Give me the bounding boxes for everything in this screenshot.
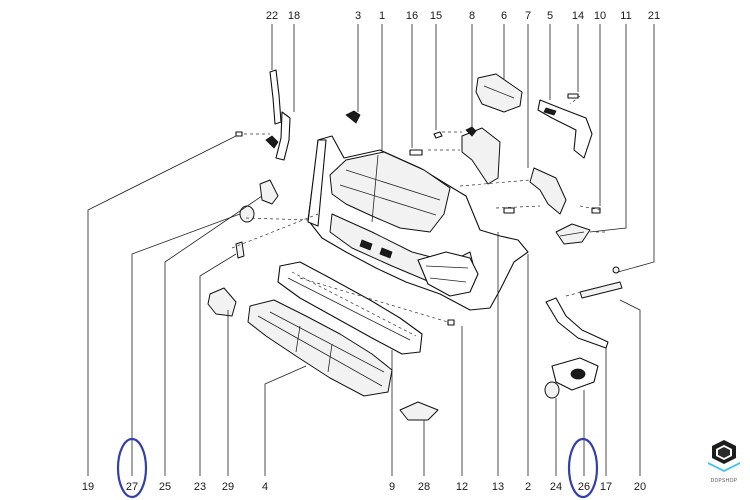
label-13: 13 xyxy=(492,481,504,493)
label-21: 21 xyxy=(648,10,660,22)
label-6: 6 xyxy=(501,10,507,22)
label-24: 24 xyxy=(550,481,562,493)
label-18: 18 xyxy=(288,10,300,22)
label-29: 29 xyxy=(222,481,234,493)
label-14: 14 xyxy=(572,10,584,22)
part-22-strip xyxy=(269,69,282,125)
part-6-duct xyxy=(475,73,523,113)
label-7: 7 xyxy=(525,10,531,22)
label-27[interactable]: 27 xyxy=(126,481,138,493)
part-25-bracket xyxy=(259,179,279,205)
part-24-tow-cap xyxy=(544,381,560,399)
part-23-clip xyxy=(235,241,245,259)
part-5-bracket xyxy=(537,99,593,159)
part-7-bracket xyxy=(529,167,567,215)
label-12: 12 xyxy=(456,481,468,493)
part-9-lower-beam xyxy=(277,261,423,355)
label-1: 1 xyxy=(379,10,385,22)
part-29-bracket xyxy=(207,287,237,317)
part-21-clip xyxy=(612,266,620,274)
ddpshop-cube-logo-icon xyxy=(708,440,740,472)
part-1-bumper-cover xyxy=(307,135,529,311)
highlight-oval-26 xyxy=(567,437,599,499)
label-2: 2 xyxy=(525,481,531,493)
label-22: 22 xyxy=(266,10,278,22)
label-20: 20 xyxy=(634,481,646,493)
label-25: 25 xyxy=(159,481,171,493)
bottom-number-labels: 19 27 25 23 29 4 9 28 12 13 2 24 26 17 2… xyxy=(82,481,646,493)
part-28-bracket xyxy=(399,401,439,421)
part-11-insert xyxy=(555,223,591,245)
part-17-trim-strip xyxy=(545,297,609,349)
fasteners xyxy=(235,93,601,326)
label-28: 28 xyxy=(418,481,430,493)
part-18-strip xyxy=(265,111,291,161)
part-26-fog-cover xyxy=(551,357,599,391)
assembly-dashed-lines xyxy=(231,95,613,323)
label-19: 19 xyxy=(82,481,94,493)
label-4: 4 xyxy=(262,481,268,493)
part-4-absorber xyxy=(247,299,393,397)
label-8: 8 xyxy=(469,10,475,22)
label-9: 9 xyxy=(389,481,395,493)
part-8-duct xyxy=(461,126,501,185)
part-20-strip xyxy=(579,281,623,299)
label-10: 10 xyxy=(594,10,606,22)
part-27-tow-cap xyxy=(239,205,255,223)
label-26[interactable]: 26 xyxy=(578,481,590,493)
label-5: 5 xyxy=(547,10,553,22)
label-11: 11 xyxy=(620,10,631,22)
ddpshop-logo: DDPSHOP xyxy=(708,440,740,484)
ddpshop-logo-text: DDPSHOP xyxy=(711,478,738,484)
label-15: 15 xyxy=(430,10,442,22)
highlight-oval-27 xyxy=(116,437,148,499)
label-17: 17 xyxy=(600,481,612,493)
part-3-clip xyxy=(345,110,361,124)
label-23: 23 xyxy=(194,481,206,493)
label-16: 16 xyxy=(406,10,418,22)
top-number-labels: 22 18 3 1 16 15 8 6 7 5 14 10 11 21 xyxy=(266,10,660,22)
label-3: 3 xyxy=(355,10,361,22)
leader-lines xyxy=(87,24,655,476)
